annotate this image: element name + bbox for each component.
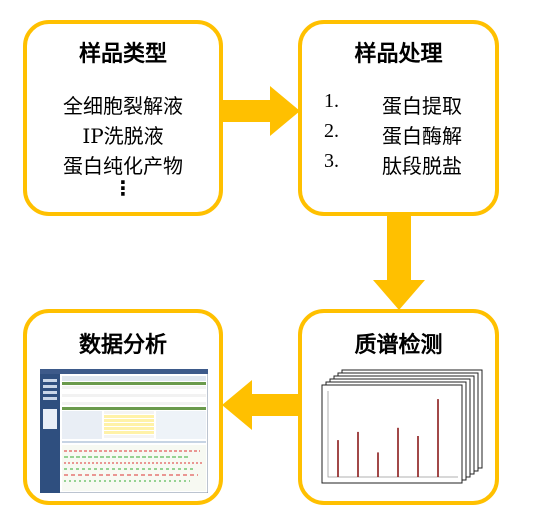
- step-label: 蛋白提取: [382, 94, 462, 118]
- step-label: 肽段脱盐: [382, 154, 462, 178]
- sample-type-item: 全细胞裂解液: [63, 94, 183, 118]
- step-number: 3.: [324, 150, 339, 172]
- sample-type-item: 蛋白纯化产物: [63, 154, 183, 178]
- mass-spectrum-icon: [321, 369, 483, 484]
- sample-processing-box: 样品处理 1. 蛋白提取 2. 蛋白酶解 3. 肽段脱盐: [298, 20, 499, 216]
- software-screenshot-icon: [40, 369, 208, 493]
- spectrum-page: [321, 384, 463, 484]
- arrow-right-icon: [222, 86, 300, 136]
- sample-processing-title: 样品处理: [354, 42, 443, 67]
- step-number: 1.: [324, 90, 339, 112]
- sample-types-title: 样品类型: [78, 42, 167, 67]
- mass-spec-title: 质谱检测: [354, 333, 443, 358]
- step-number: 2.: [324, 120, 339, 142]
- more-items-ellipsis: ⋮: [113, 176, 133, 200]
- data-analysis-title: 数据分析: [78, 333, 167, 358]
- arrow-down-icon: [373, 216, 425, 310]
- sample-types-box: 样品类型 全细胞裂解液 IP洗脱液 蛋白纯化产物 ⋮: [23, 20, 223, 216]
- spectrum-axis: [327, 391, 458, 478]
- step-label: 蛋白酶解: [382, 124, 462, 148]
- arrow-left-icon: [222, 380, 300, 430]
- sample-type-item: IP洗脱液: [82, 124, 164, 148]
- mass-spec-box: 质谱检测: [298, 309, 499, 505]
- data-analysis-box: 数据分析: [23, 309, 223, 505]
